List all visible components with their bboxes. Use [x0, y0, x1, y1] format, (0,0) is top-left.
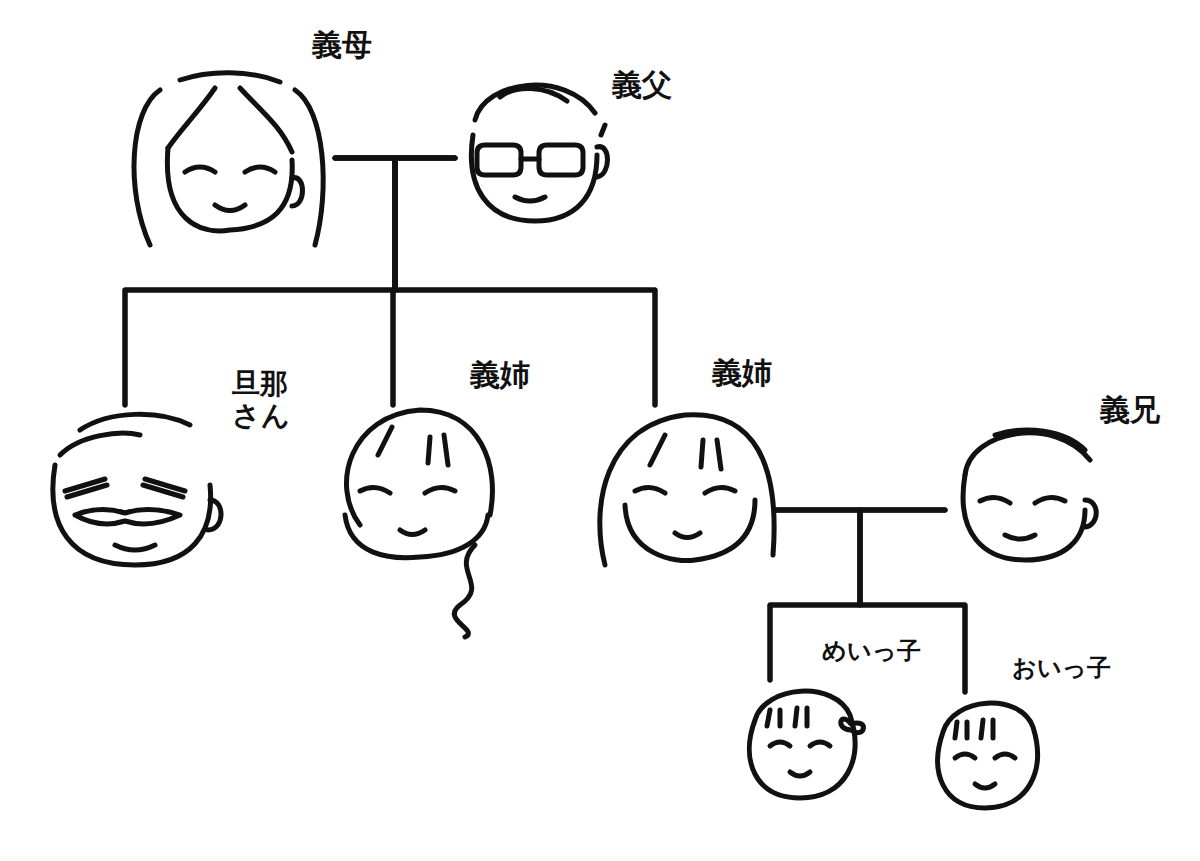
- face-stroke: [115, 545, 155, 550]
- face-stroke: [995, 430, 1085, 450]
- person-face: 義兄: [945, 415, 1105, 560]
- face-stroke: [167, 148, 292, 231]
- face-stroke: [965, 722, 970, 738]
- face-stroke: [795, 708, 797, 726]
- face-stroke: [444, 435, 448, 465]
- face-stroke: [60, 433, 140, 455]
- face-stroke: [991, 720, 996, 738]
- face-stroke: [454, 545, 475, 637]
- person-face: 義姉: [595, 405, 775, 565]
- face-stroke: [601, 125, 605, 135]
- face-drawing: [945, 415, 1105, 560]
- face-stroke: [980, 497, 1010, 503]
- face-stroke: [1085, 500, 1096, 527]
- face-stroke: [778, 710, 783, 726]
- person-label: 義母: [312, 28, 372, 63]
- person-face: 旦那さん: [40, 405, 230, 570]
- face-stroke: [345, 515, 488, 558]
- face-stroke: [143, 485, 183, 497]
- face-stroke: [701, 440, 703, 467]
- face-stroke: [208, 500, 221, 530]
- face-stroke: [955, 722, 957, 738]
- person-face: めいっ子: [735, 680, 865, 800]
- face-stroke: [790, 772, 810, 776]
- face-stroke: [425, 487, 455, 493]
- face-stroke: [471, 135, 597, 221]
- face-stroke: [477, 145, 521, 175]
- face-stroke: [1035, 497, 1065, 503]
- face-stroke: [475, 85, 595, 120]
- face-stroke: [963, 475, 1085, 560]
- face-stroke: [185, 167, 215, 172]
- face-stroke: [1005, 535, 1035, 539]
- person-label: めいっ子: [822, 638, 921, 666]
- family-line: [395, 158, 655, 405]
- face-stroke: [180, 73, 280, 82]
- face-stroke: [53, 465, 211, 565]
- face-stroke: [400, 530, 425, 535]
- face-stroke: [625, 500, 755, 561]
- face-drawing: [40, 405, 230, 570]
- face-stroke: [717, 440, 721, 469]
- face-stroke: [521, 157, 539, 162]
- face-stroke: [938, 703, 1038, 808]
- face-stroke: [975, 784, 995, 788]
- face-stroke: [240, 88, 292, 152]
- person-label: 義父: [612, 68, 672, 103]
- face-drawing: [120, 70, 335, 245]
- person-label: 旦那さん: [232, 368, 292, 432]
- face-stroke: [75, 509, 180, 523]
- face-stroke: [995, 754, 1015, 758]
- face-stroke: [215, 205, 245, 211]
- person-label: 義姉: [712, 356, 772, 391]
- face-stroke: [515, 197, 545, 201]
- face-stroke: [767, 710, 770, 726]
- face-drawing: [455, 75, 610, 225]
- face-stroke: [600, 415, 774, 565]
- person-face: 義姉: [330, 405, 500, 560]
- face-stroke: [955, 754, 975, 758]
- person-label: 義姉: [470, 358, 530, 393]
- face-stroke: [635, 487, 665, 493]
- face-drawing: [595, 405, 775, 565]
- face-stroke: [168, 88, 215, 148]
- face-stroke: [292, 178, 303, 206]
- person-label: おいっ子: [1012, 655, 1111, 683]
- face-stroke: [770, 742, 790, 746]
- face-stroke: [67, 485, 107, 497]
- face-stroke: [650, 435, 665, 465]
- face-stroke: [378, 427, 392, 455]
- family-line: [393, 158, 455, 405]
- face-stroke: [245, 167, 275, 172]
- family-line: [775, 510, 965, 692]
- face-drawing: [330, 405, 500, 560]
- face-stroke: [597, 147, 608, 177]
- face-drawing: [735, 680, 865, 800]
- face-drawing: [925, 692, 1045, 810]
- person-label: 義兄: [1100, 393, 1160, 428]
- face-stroke: [500, 88, 567, 101]
- face-stroke: [675, 533, 700, 538]
- family-line: [335, 158, 395, 405]
- person-face: おいっ子: [925, 692, 1045, 810]
- face-stroke: [360, 487, 390, 493]
- face-stroke: [805, 708, 810, 726]
- face-stroke: [981, 720, 983, 738]
- person-face: 義父: [455, 75, 610, 225]
- face-stroke: [810, 742, 830, 746]
- face-stroke: [841, 719, 864, 733]
- face-stroke: [80, 414, 190, 430]
- face-stroke: [428, 437, 430, 463]
- family-line: [335, 158, 655, 405]
- face-stroke: [134, 90, 160, 245]
- person-face: 義母: [120, 70, 335, 245]
- face-stroke: [347, 410, 493, 525]
- face-stroke: [749, 691, 855, 798]
- face-stroke: [539, 145, 583, 175]
- face-stroke: [295, 90, 323, 245]
- face-stroke: [705, 487, 735, 493]
